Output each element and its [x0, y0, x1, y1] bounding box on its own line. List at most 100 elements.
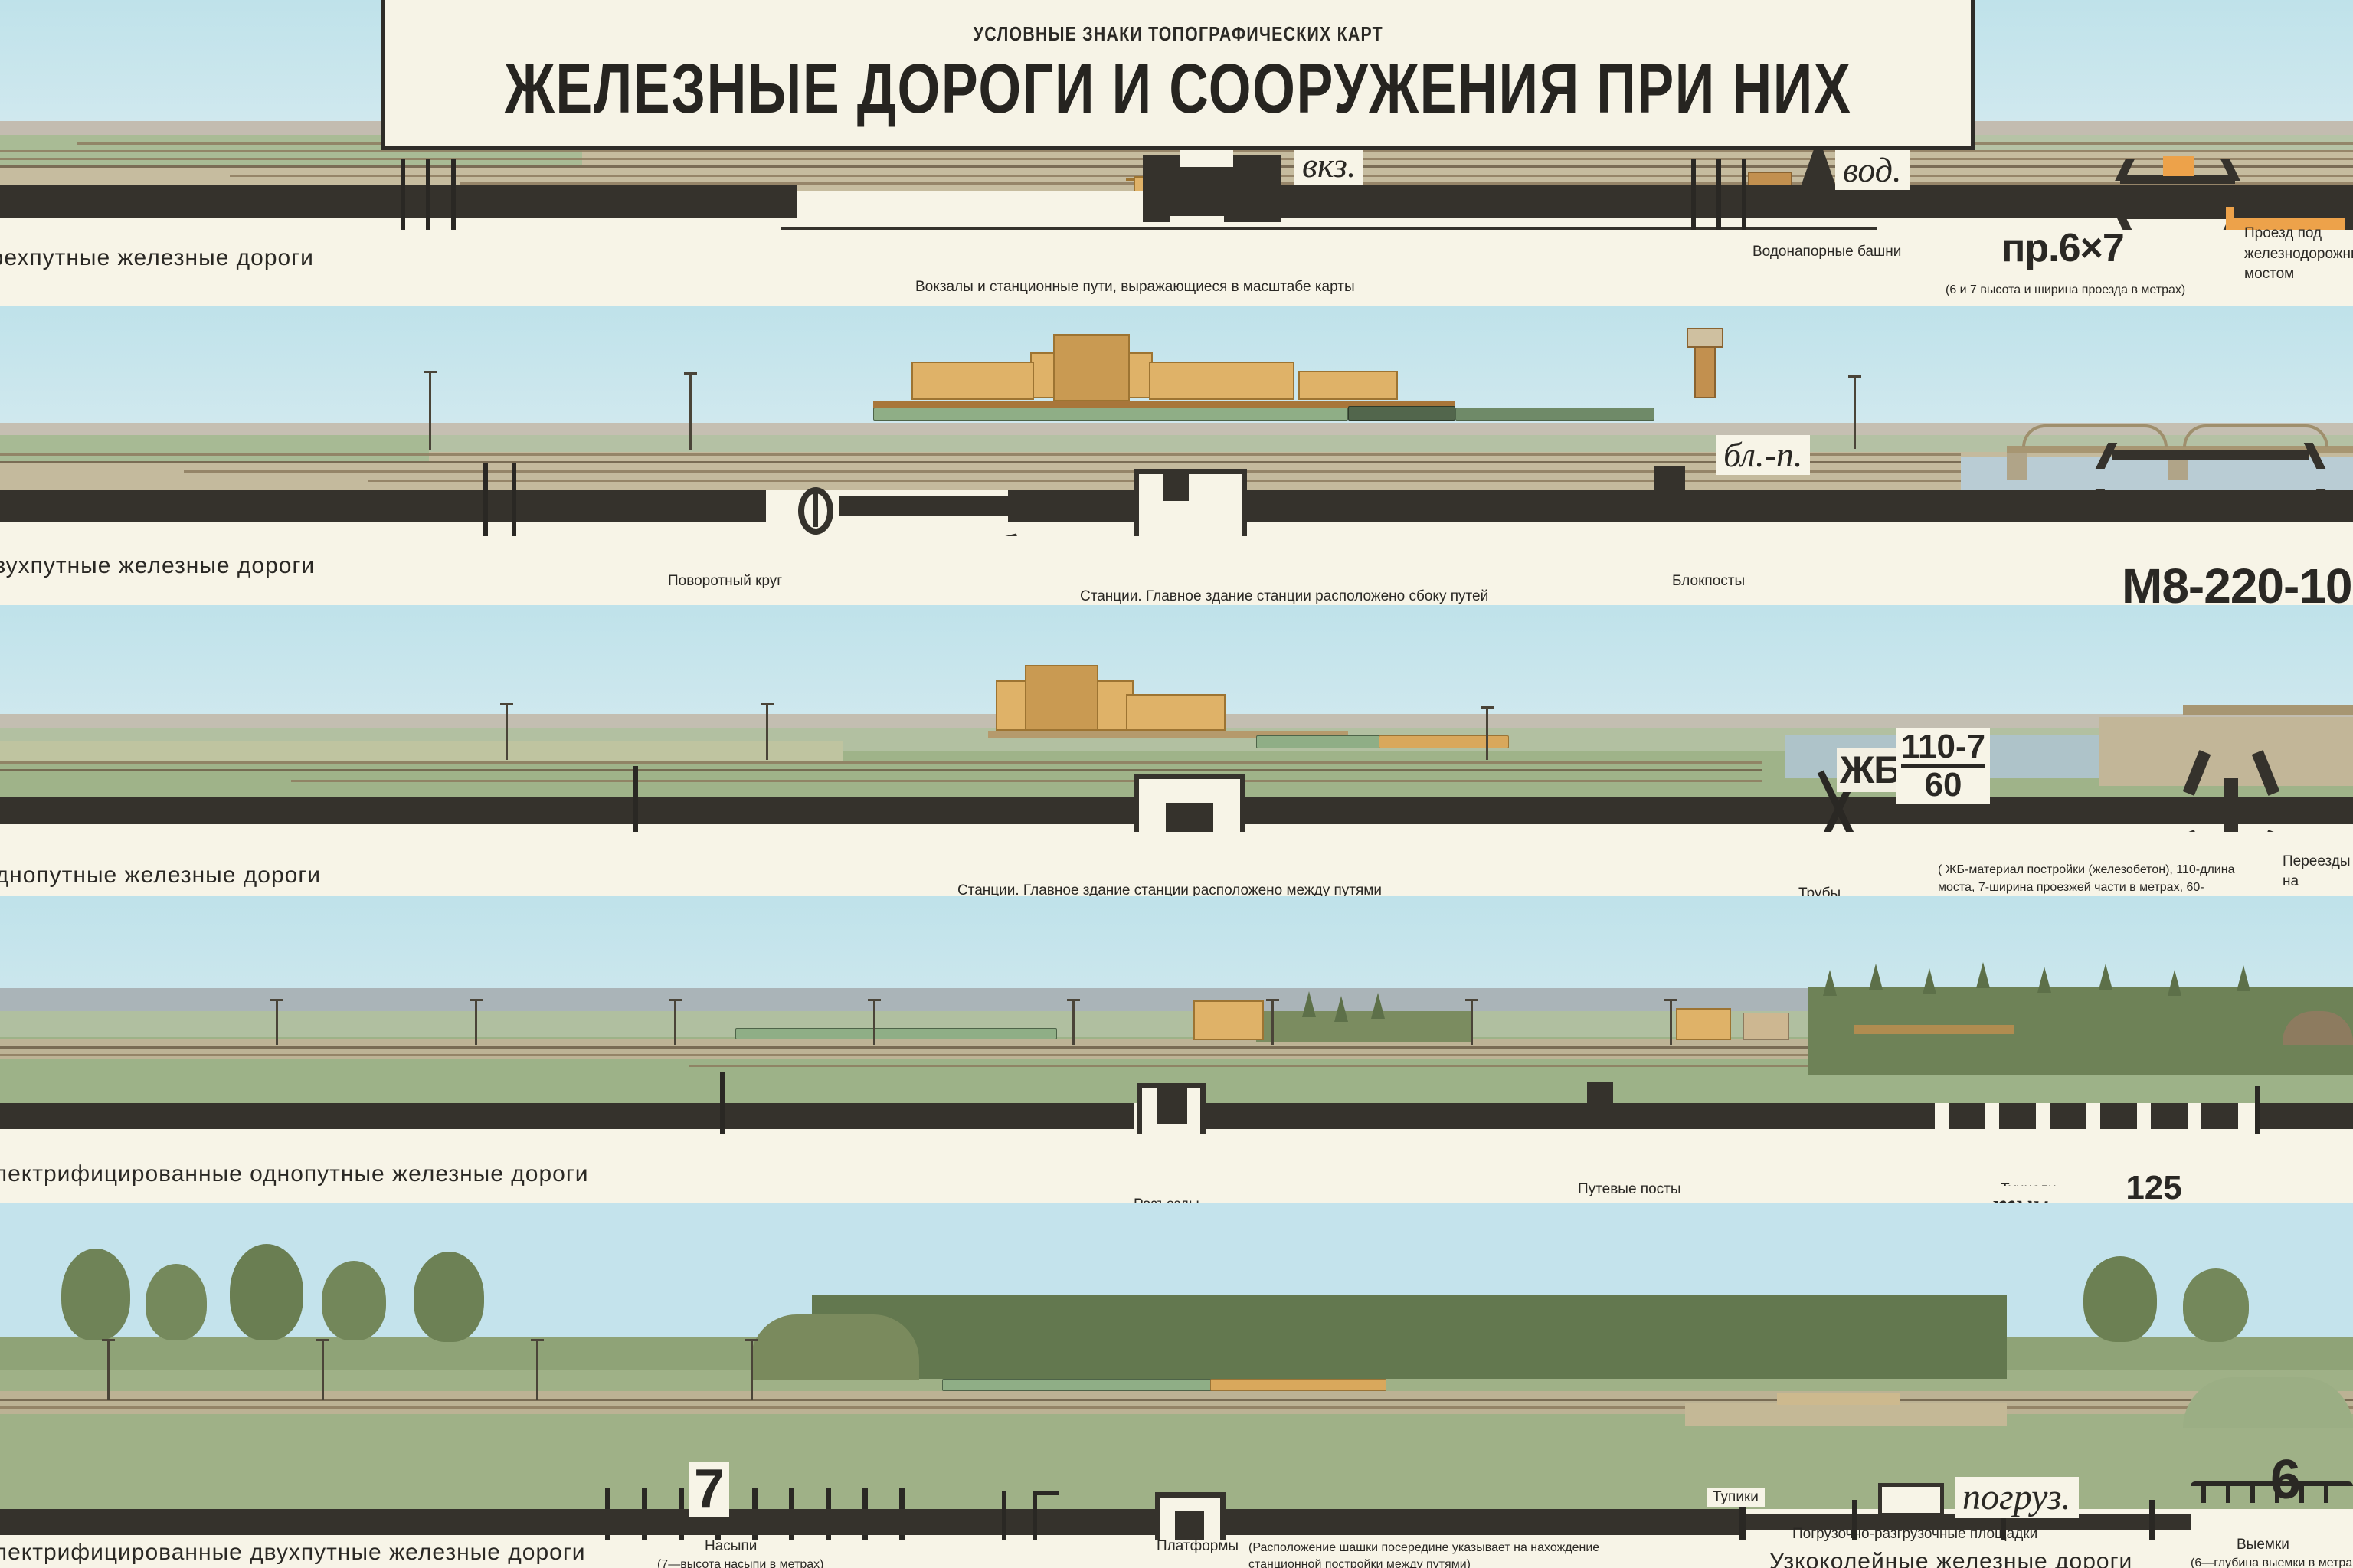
note-cutting: (6—глубина выемки в метрах): [2191, 1557, 2353, 1568]
caption-turntable: Поворотный круг: [668, 573, 783, 589]
caption-station-between: Станции. Главное здание станции располож…: [957, 882, 1382, 896]
yard-track: [0, 461, 1961, 463]
telegraph-pole: [500, 703, 513, 760]
narrow-gauge-tick: [1852, 1500, 1857, 1544]
deciduous-tree: [230, 1244, 303, 1340]
catenary-pole: [1848, 375, 1861, 449]
track-count-tick: [451, 159, 456, 251]
narrow-gauge-tick: [2001, 1500, 2006, 1544]
three-track-railway-symbol: [0, 185, 797, 218]
note-concrete-bridge-text: ( ЖБ-материал постройки (железобетон), 1…: [1938, 863, 2235, 895]
deciduous-tree: [322, 1261, 386, 1340]
station-wing-row3: [1126, 694, 1226, 731]
track-post-symbol: [1587, 1082, 1613, 1106]
catenary-pole: [1465, 999, 1478, 1045]
cutting-depth-label: 6: [2270, 1449, 2302, 1511]
electrified-double-track-symbol: [0, 1509, 1746, 1535]
track-count-tick: [426, 159, 430, 251]
trestle-row4: [1854, 1025, 2014, 1034]
yard-track: [0, 150, 2353, 152]
electrified-single-track-symbol: [0, 1103, 1134, 1129]
note-platform-text: (Расположение шашки посередине указывает…: [1248, 1541, 1600, 1568]
scene-row2: [0, 306, 2353, 490]
level-crossing-symbol: [2182, 750, 2281, 889]
building-row4-right: [1676, 1008, 1731, 1040]
main-track-row4: [0, 1046, 2353, 1049]
conifer-tree: [1823, 970, 1837, 996]
station-symbol-side: [1134, 469, 1247, 547]
caption-station-side: Станции. Главное здание станции располож…: [1080, 588, 1489, 604]
electric-train-row4: [735, 1028, 1057, 1039]
symbol-band-row5: [0, 1481, 2353, 1568]
label-vokzal: вкз.: [1294, 146, 1364, 186]
telegraph-pole: [1481, 706, 1494, 760]
concrete-bridge-numerator: 110-7: [1901, 728, 1986, 765]
turntable-symbol: [798, 487, 833, 535]
catenary-pole: [1266, 999, 1279, 1045]
caption-water-tower: Водонапорные башни: [1752, 244, 1902, 260]
grass-row2: [0, 435, 429, 461]
yard-track: [230, 175, 2353, 177]
conifer-tree: [2037, 967, 2051, 993]
distant-hills-row2: [0, 423, 2353, 435]
conifer-tree: [1371, 993, 1385, 1019]
caption-loading-area: Погрузочно-разгрузочные площадки: [1792, 1526, 2038, 1542]
depot-row2: [1298, 371, 1398, 400]
label-dead-end: Тупики: [1707, 1488, 1765, 1507]
catenary-pole: [1067, 999, 1080, 1045]
siding-track-row4: [689, 1065, 1838, 1067]
conifer-tree: [1976, 962, 1990, 988]
yard-track: [0, 769, 1762, 771]
catenary-pole: [424, 371, 437, 450]
catenary-pole: [470, 999, 483, 1045]
note-underpass: (6 и 7 высота и ширина проезда в метрах): [1946, 283, 2186, 296]
legend-row1: Трехпутные железные дороги Вокзалы и ста…: [0, 225, 2353, 306]
electric-train-row5: [942, 1379, 1241, 1391]
narrow-gauge-tick: [2149, 1500, 2155, 1544]
deciduous-tree: [146, 1264, 207, 1340]
loading-yard-row5: [1685, 1403, 2007, 1426]
yard-track: [0, 761, 1762, 764]
platform-symbol-core: [1175, 1511, 1204, 1541]
station-wing-row2: [1149, 362, 1294, 400]
track-count-tick: [401, 159, 405, 251]
double-track-railway-symbol: [0, 490, 766, 522]
narrow-gauge-symbol: [1746, 1514, 2191, 1530]
main-track-row4: [0, 1054, 2353, 1056]
track-count-tick: [1716, 159, 1721, 251]
caption-culvert: Трубы: [1798, 885, 1841, 896]
platform-tick: [1033, 1491, 1037, 1557]
station-building-main: [1126, 178, 1134, 181]
dead-end-tick: [1739, 1489, 1746, 1557]
catenary-pole: [745, 1339, 758, 1400]
electrified-single-track-symbol: [2260, 1103, 2353, 1129]
row-label-electrified-single: Электрифицированные однопутные железные …: [0, 1161, 589, 1187]
row-electrified-single: Электрифицированные однопутные железные …: [0, 896, 2353, 1203]
catenary-pole: [868, 999, 881, 1045]
loading-shed-row5: [1777, 1393, 1900, 1405]
row-label-double-track: Двухпутные железные дороги: [0, 553, 316, 578]
main-track-row5: [0, 1406, 2353, 1409]
field-strip-row3: [0, 741, 843, 761]
conifer-tree: [2099, 964, 2112, 990]
turntable-spur: [839, 496, 1008, 516]
embankment-height-label: 7: [689, 1462, 730, 1517]
passenger-train-row2: [873, 408, 1348, 421]
freight-train-row3: [1379, 735, 1509, 748]
electrified-single-track-symbol: [1206, 1103, 1898, 1129]
legend-row2: Двухпутные железные дороги Поворотный кр…: [0, 536, 2353, 605]
single-track-railway-symbol: [0, 797, 1134, 824]
underpass-symbol: [2114, 146, 2241, 260]
code-fraction-concrete-bridge: 110-7 60: [1896, 728, 1991, 805]
note-concrete-bridge: ( ЖБ-материал постройки (железобетон), 1…: [1938, 861, 2237, 896]
caption-underpass-text: Проезд под железнодорожным мостом: [2244, 225, 2353, 283]
conifer-tree: [1869, 964, 1883, 990]
label-tunnel: тун: [1984, 1186, 2057, 1203]
tunnel-symbol: [1898, 1103, 2272, 1129]
locomotive-row2: [1348, 406, 1455, 421]
single-track-railway-symbol: [1245, 797, 2353, 824]
forest-mid-row5: [812, 1295, 2007, 1379]
freight-train-row5: [1210, 1379, 1386, 1391]
truss-bridge-row2: [2007, 421, 2353, 480]
platform-row3: [988, 731, 1348, 738]
